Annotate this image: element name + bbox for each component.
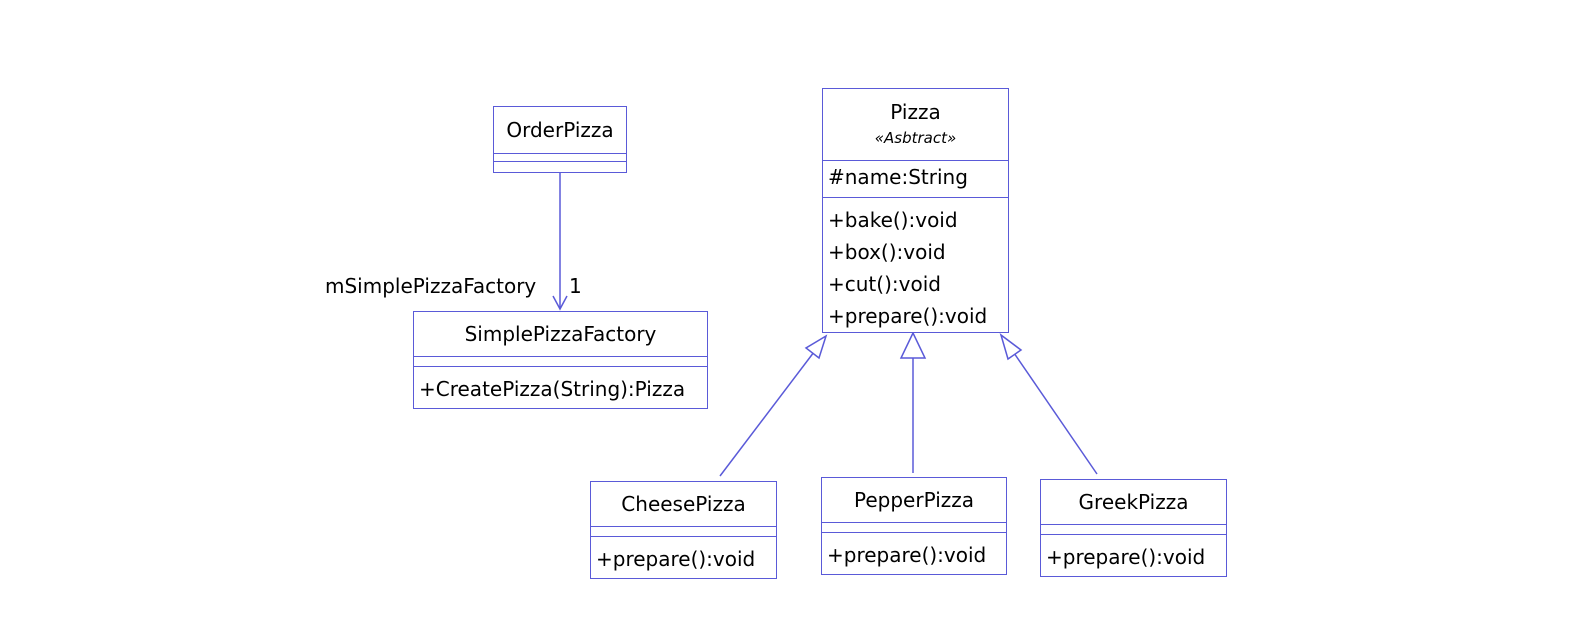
methods-compartment <box>494 161 626 168</box>
class-greekpizza: GreekPizza +prepare():void <box>1040 479 1227 577</box>
methods-compartment: +bake():void +box():void +cut():void +pr… <box>823 197 1008 332</box>
class-pepperpizza: PepperPizza +prepare():void <box>821 477 1007 575</box>
attributes-compartment <box>494 153 626 161</box>
method: +box():void <box>828 240 946 264</box>
inheritance-arrowhead-cheese <box>804 334 828 360</box>
methods-compartment: +prepare():void <box>591 536 776 575</box>
class-name: PepperPizza <box>854 488 974 512</box>
methods-compartment: +prepare():void <box>1041 534 1226 573</box>
method: +prepare():void <box>1046 545 1206 569</box>
class-orderpizza: OrderPizza <box>493 106 627 173</box>
method: +prepare():void <box>596 547 756 571</box>
attributes-compartment <box>414 356 707 366</box>
class-name: SimplePizzaFactory <box>464 322 657 346</box>
method: +bake():void <box>828 208 958 232</box>
class-header: Pizza «Asbtract» <box>823 89 1008 160</box>
class-pizza: Pizza «Asbtract» #name:String +bake():vo… <box>822 88 1009 333</box>
association-arrowhead <box>552 295 568 311</box>
generalization-line-cheese <box>719 351 815 477</box>
method: +CreatePizza(String):Pizza <box>419 377 686 401</box>
class-name: Pizza <box>890 100 941 124</box>
class-name: CheesePizza <box>621 492 746 516</box>
class-simplepizzafactory: SimplePizzaFactory +CreatePizza(String):… <box>413 311 708 409</box>
attributes-compartment <box>822 522 1006 532</box>
class-cheesepizza: CheesePizza +prepare():void <box>590 481 777 579</box>
stereotype: «Asbtract» <box>874 129 957 147</box>
generalization-line-greek <box>1013 352 1098 475</box>
inheritance-arrowhead-greek <box>999 333 1023 361</box>
class-name: OrderPizza <box>506 118 614 142</box>
class-name: GreekPizza <box>1078 490 1189 514</box>
attributes-compartment: #name:String <box>823 160 1008 197</box>
association-multiplicity-label: 1 <box>569 274 582 298</box>
methods-compartment: +prepare():void <box>822 532 1006 571</box>
attributes-compartment <box>591 526 776 536</box>
attributes-compartment <box>1041 524 1226 534</box>
association-role-label: mSimplePizzaFactory <box>325 274 537 298</box>
method: +prepare():void <box>828 304 988 328</box>
methods-compartment: +CreatePizza(String):Pizza <box>414 366 707 405</box>
method: +prepare():void <box>827 543 987 567</box>
inheritance-arrowhead-pepper <box>899 331 927 359</box>
attribute: #name:String <box>828 165 968 189</box>
method: +cut():void <box>828 272 941 296</box>
